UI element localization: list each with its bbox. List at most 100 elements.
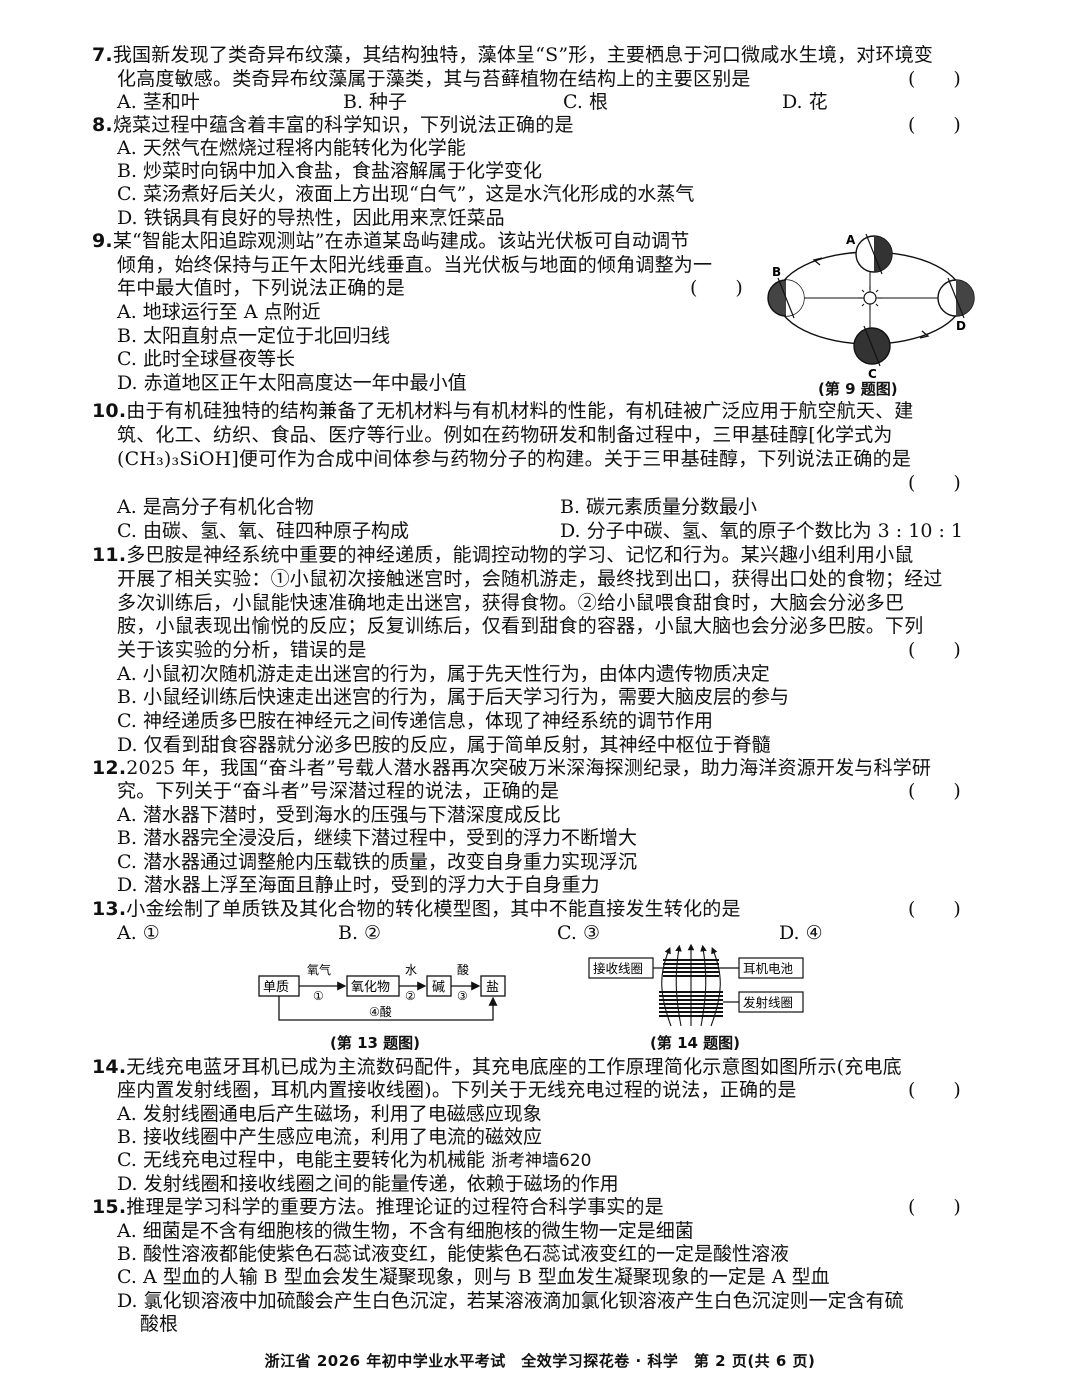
q9-option-b: B. 太阳直射点一定位于北回归线 [117, 325, 391, 347]
q10-line2: 筑、化工、纺织、食品、医疗等行业。例如在药物研发和制备过程中，三甲基硅醇[化学式… [117, 424, 893, 446]
q7-answer-paren: ( ) [908, 68, 961, 90]
q9-number: 9. [92, 230, 113, 252]
q13-number: 13. [92, 898, 127, 920]
q12-line1: 12.2025 年，我国“奋斗者”号载人潜水器再次突破万米深海探测纪录，助力海洋… [92, 757, 932, 779]
sun-icon [858, 286, 882, 310]
transmit-coil-box [738, 991, 804, 1013]
q15-option-d-continued: 酸根 [140, 1313, 179, 1335]
q14-option-b: B. 接收线圈中产生感应电流，利用了电流的磁效应 [117, 1126, 543, 1148]
q10-option-c: C. 由碳、氢、氧、硅四种原子构成 [117, 520, 409, 542]
q13-stem: 13.小金绘制了单质铁及其化合物的转化模型图，其中不能直接发生转化的是 [92, 898, 741, 920]
q7-number: 7. [92, 44, 113, 66]
battery-box [738, 957, 804, 979]
q10-number: 10. [92, 400, 127, 422]
q9-line1: 9.某“智能太阳追踪观测站”在赤道某岛屿建成。该站光伏板可自动调节 [92, 230, 690, 252]
q8-number: 8. [92, 114, 113, 136]
transmit-coil-label: 发射线圈 [743, 995, 793, 1010]
q12-number: 12. [92, 757, 127, 779]
box-base-label: 碱 [432, 980, 445, 995]
point-b-label: B [772, 265, 781, 279]
q11-answer-paren: ( ) [908, 639, 961, 661]
q9-line3: 年中最大值时，下列说法正确的是 [117, 277, 406, 299]
q11-option-d: D. 仅看到甜食容器就分泌多巴胺的反应，属于简单反射，其神经中枢位于脊髓 [117, 734, 771, 756]
q11-line1: 11.多巴胺是神经系统中重要的神经递质，能调控动物的学习、记忆和行为。某兴趣小组… [92, 544, 914, 566]
q11-option-c: C. 神经递质多巴胺在神经元之间传递信息，体现了神经系统的调节作用 [117, 710, 713, 732]
q14-option-d: D. 发射线圈和接收线圈之间的能量传递，依赖于磁场的作用 [117, 1173, 619, 1195]
q11-line3: 多次训练后，小鼠能快速准确地走出迷宫，获得食物。②给小鼠喂食甜食时，大脑会分泌多… [117, 592, 905, 614]
orbit-arrow-icon [812, 257, 823, 266]
q7-option-d: D. 花 [782, 91, 828, 113]
q12-option-c: C. 潜水器通过调整舱内压载铁的质量，改变自身重力实现浮沉 [117, 851, 637, 873]
q13-conversion-diagram: 单质 氧化物 碱 盐 氧气 ① 水 ② 酸 ③ ④酸 [258, 962, 506, 1021]
arrow-4 [278, 996, 498, 1021]
q11-line4: 胺，小鼠表现出愉悦的反应；反复训练后，仅看到甜食的容器，小鼠大脑也会分泌多巴胺。… [117, 615, 924, 637]
q11-option-a: A. 小鼠初次随机游走走出迷宫的行为，属于先天性行为，由体内遗传物质决定 [117, 663, 770, 685]
q14-option-c: C. 无线充电过程中，电能主要转化为机械能 浙考神墙620 [117, 1149, 592, 1171]
q8-stem: 8.烧菜过程中蕴含着丰富的科学知识，下列说法正确的是 [92, 114, 574, 136]
q12-option-d: D. 潜水器上浮至海面且静止时，受到的浮力大于自身重力 [117, 874, 600, 896]
q7-option-c: C. 根 [563, 91, 608, 113]
q8-option-c: C. 菜汤煮好后关火，液面上方出现“白气”，这是水汽化形成的水蒸气 [117, 183, 695, 205]
point-a-label: A [846, 233, 856, 247]
orbit-arrow-icon [919, 330, 930, 339]
q14-line1: 14.无线充电蓝牙耳机已成为主流数码配件，其充电底座的工作原理简化示意图如图所示… [92, 1056, 902, 1078]
q15-number: 15. [92, 1196, 127, 1218]
point-c-label: C [868, 367, 877, 381]
earth-c-icon [853, 325, 891, 367]
earth-d-icon [937, 277, 975, 319]
label-oxygen: 氧气 [307, 962, 331, 977]
q15-answer-paren: ( ) [908, 1196, 961, 1218]
label-acid: 酸 [457, 962, 469, 977]
q11-line2: 开展了相关实验：①小鼠初次接触迷宫时，会随机游走，最终找到出口，获得出口处的食物… [117, 568, 943, 590]
q15-option-a: A. 细菌是不含有细胞核的微生物，不含有细胞核的微生物一定是细菌 [117, 1220, 694, 1242]
q11-option-b: B. 小鼠经训练后快速走出迷宫的行为，属于后天学习行为，需要大脑皮层的参与 [117, 686, 790, 708]
q14-line2: 座内置发射线圈，耳机内置接收线圈)。下列关于无线充电过程的说法，正确的是 [117, 1079, 797, 1101]
q9-option-a: A. 地球运行至 A 点附近 [117, 301, 321, 323]
q14-answer-paren: ( ) [908, 1079, 961, 1101]
q9-orbit-figure: A B C D [767, 233, 975, 381]
q15-option-d: D. 氯化钡溶液中加硫酸会产生白色沉淀，若某溶液滴加氯化钡溶液产生白色沉淀则一定… [117, 1290, 904, 1312]
q15-stem: 15.推理是学习科学的重要方法。推理论证的过程符合科学事实的是 [92, 1196, 664, 1218]
q12-answer-paren: ( ) [908, 780, 961, 802]
q8-answer-paren: ( ) [908, 114, 961, 136]
q7-option-a: A. 茎和叶 [117, 91, 200, 113]
q13-option-a: A. ① [117, 922, 160, 944]
earth-a-icon [855, 233, 893, 275]
q14-number: 14. [92, 1056, 127, 1078]
q11-line5: 关于该实验的分析，错误的是 [117, 639, 367, 661]
q10-option-d: D. 分子中碳、氢、氧的原子个数比为 3 : 10 : 1 [560, 520, 963, 542]
q7-line1: 7.我国新发现了类奇异布纹藻，其结构独特，藻体呈“S”形，主要栖息于河口微咸水生… [92, 44, 934, 66]
watermark-text: 浙考神墙620 [491, 1151, 592, 1171]
q13-figure-caption: (第 13 题图) [330, 1034, 421, 1052]
page-footer: 浙江省 2026 年初中学业水平考试 全效学习探花卷 · 科学 第 2 页(共 … [264, 1352, 816, 1370]
label-water: 水 [405, 963, 417, 977]
q12-option-b: B. 潜水器完全浸没后，继续下潜过程中，受到的浮力不断增大 [117, 827, 638, 849]
q7-option-b: B. 种子 [343, 91, 408, 113]
q15-option-c: C. A 型血的人输 B 型血会发生凝聚现象，则与 B 型血发生凝聚现象的一定是… [117, 1266, 830, 1288]
q8-option-b: B. 炒菜时向锅中加入食盐，食盐溶解属于化学变化 [117, 160, 543, 182]
label-2: ② [405, 989, 416, 1003]
q8-option-a: A. 天然气在燃烧过程将内能转化为化学能 [117, 137, 466, 159]
q14-coil-figure: 接收线圈 耳机电池 [588, 944, 804, 1027]
label-3: ③ [457, 989, 468, 1003]
q9-figure-caption: (第 9 题图) [818, 380, 898, 398]
q8-option-d: D. 铁锅具有良好的导热性，因此用来烹饪菜品 [117, 207, 505, 229]
q7-line2: 化高度敏感。类奇异布纹藻属于藻类，其与苔藓植物在结构上的主要区别是 [117, 68, 751, 90]
q10-answer-paren: ( ) [908, 472, 961, 494]
box-oxide-label: 氧化物 [351, 980, 390, 995]
q13-option-c: C. ③ [557, 922, 600, 944]
point-d-label: D [956, 319, 966, 333]
q13-option-d: D. ④ [779, 922, 823, 944]
q11-number: 11. [92, 544, 127, 566]
q10-option-b: B. 碳元素质量分数最小 [560, 496, 758, 518]
box-element-label: 单质 [263, 980, 289, 995]
q14-option-a: A. 发射线圈通电后产生磁场，利用了电磁感应现象 [117, 1103, 542, 1125]
earth-b-icon [767, 277, 805, 319]
q10-line1: 10.由于有机硅独特的结构兼备了无机材料与有机材料的性能，有机硅被广泛应用于航空… [92, 400, 914, 422]
receive-coil-label: 接收线圈 [593, 961, 643, 976]
receive-coil-windings [663, 959, 719, 977]
magnetic-field-lines [661, 944, 721, 1027]
q13-option-b: B. ② [338, 922, 382, 944]
label-4-acid: ④酸 [369, 1004, 392, 1019]
